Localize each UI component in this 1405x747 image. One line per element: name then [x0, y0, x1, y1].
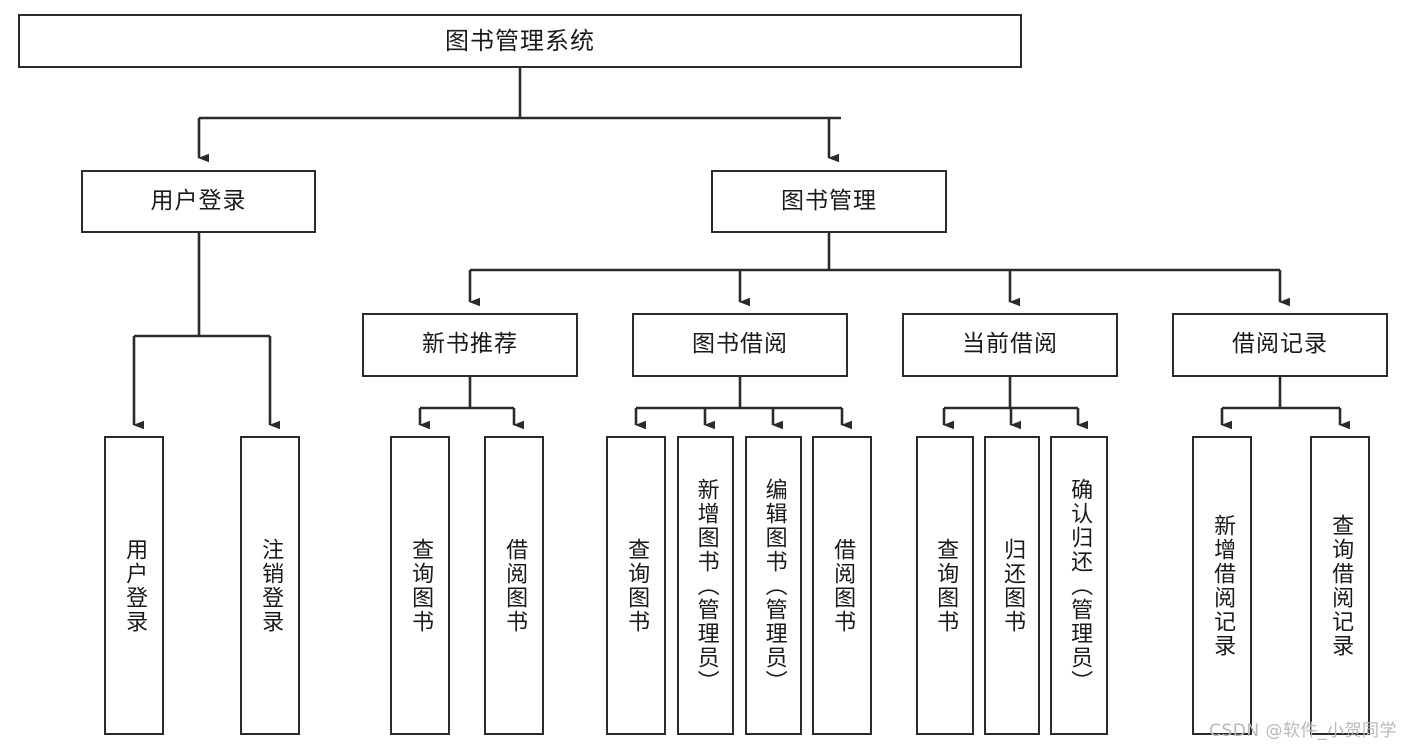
leaf-add-borrow-record-label: 新增借阅记录	[1210, 513, 1236, 658]
leaf-add-borrow-record[interactable]: 新增借阅记录	[1192, 436, 1252, 735]
leaf-confirm-return-admin[interactable]: 确认归还（管理员）	[1050, 436, 1108, 735]
leaf-query-book-current[interactable]: 查询图书	[916, 436, 974, 735]
leaf-edit-book-admin-label: 编辑图书（管理员）	[761, 477, 787, 694]
leaf-borrow-book-newbook-label: 借阅图书	[502, 537, 528, 634]
leaf-add-book-admin-label: 新增图书（管理员）	[693, 477, 719, 694]
leaf-return-book-label: 归还图书	[1000, 537, 1026, 634]
leaf-borrow-book-borrow-label: 借阅图书	[830, 537, 856, 634]
node-current-borrow-label: 当前借阅	[962, 331, 1058, 358]
node-root-label: 图书管理系统	[445, 26, 595, 55]
node-root[interactable]: 图书管理系统	[18, 14, 1022, 68]
leaf-user-login[interactable]: 用户登录	[104, 436, 164, 735]
leaf-borrow-book-newbook[interactable]: 借阅图书	[484, 436, 544, 735]
node-book-manage-label: 图书管理	[781, 187, 877, 214]
leaf-return-book[interactable]: 归还图书	[984, 436, 1040, 735]
node-book-borrow[interactable]: 图书借阅	[632, 313, 848, 377]
node-borrow-record-label: 借阅记录	[1232, 331, 1328, 358]
node-book-borrow-label: 图书借阅	[692, 331, 788, 358]
leaf-logout-label: 注销登录	[258, 537, 284, 634]
node-user-login[interactable]: 用户登录	[81, 170, 316, 233]
leaf-edit-book-admin[interactable]: 编辑图书（管理员）	[745, 436, 802, 735]
leaf-query-book-newbook[interactable]: 查询图书	[390, 436, 450, 735]
leaf-borrow-book-borrow[interactable]: 借阅图书	[812, 436, 872, 735]
leaf-query-book-borrow-label: 查询图书	[624, 537, 650, 634]
node-user-login-label: 用户登录	[150, 187, 247, 214]
leaf-query-book-newbook-label: 查询图书	[408, 537, 434, 634]
leaf-query-borrow-record[interactable]: 查询借阅记录	[1310, 436, 1370, 735]
node-book-manage[interactable]: 图书管理	[711, 170, 947, 233]
leaf-query-borrow-record-label: 查询借阅记录	[1328, 513, 1354, 658]
node-new-book-recommend[interactable]: 新书推荐	[362, 313, 578, 377]
node-current-borrow[interactable]: 当前借阅	[902, 313, 1118, 377]
leaf-confirm-return-admin-label: 确认归还（管理员）	[1067, 477, 1093, 694]
leaf-query-book-current-label: 查询图书	[933, 537, 959, 634]
leaf-add-book-admin[interactable]: 新增图书（管理员）	[677, 436, 734, 735]
leaf-query-book-borrow[interactable]: 查询图书	[606, 436, 666, 735]
node-borrow-record[interactable]: 借阅记录	[1172, 313, 1388, 377]
leaf-logout[interactable]: 注销登录	[240, 436, 300, 735]
node-new-book-recommend-label: 新书推荐	[422, 331, 518, 358]
leaf-user-login-label: 用户登录	[122, 537, 148, 634]
